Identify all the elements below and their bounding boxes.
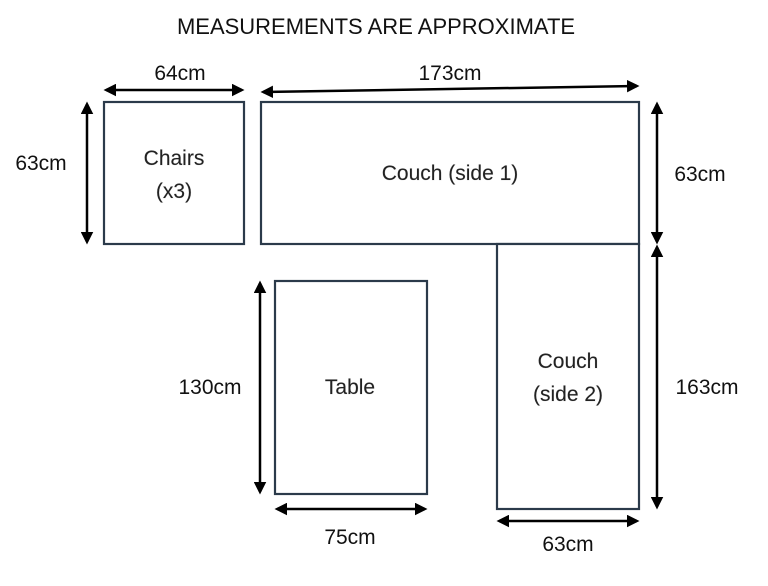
table-height-label: 130cm bbox=[178, 376, 241, 399]
chairs-box bbox=[102, 100, 246, 246]
couch-side1-width-label: 173cm bbox=[418, 62, 481, 85]
couch-side1-height-label: 63cm bbox=[674, 163, 725, 186]
diagram-title: MEASUREMENTS ARE APPROXIMATE bbox=[177, 14, 575, 39]
couch-side1-box bbox=[259, 100, 641, 246]
couch-side2-width-label: 63cm bbox=[542, 533, 593, 556]
chairs-label-line2: (x3) bbox=[156, 180, 192, 203]
couch-side2-height-label: 163cm bbox=[675, 376, 738, 399]
chairs-label-line1: Chairs bbox=[144, 147, 205, 170]
couch-side1-label: Couch (side 1) bbox=[382, 162, 519, 185]
couch-side2-label-line2: (side 2) bbox=[533, 383, 603, 406]
couch-side2-box bbox=[495, 242, 641, 511]
chairs-width-label: 64cm bbox=[154, 62, 205, 85]
chairs-height-label: 63cm bbox=[15, 152, 66, 175]
table-width-label: 75cm bbox=[324, 526, 375, 549]
table-box bbox=[273, 279, 429, 496]
table-label: Table bbox=[325, 376, 375, 399]
couch-side1-width-arrow bbox=[260, 79, 640, 99]
couch-side2-label-line1: Couch bbox=[538, 350, 599, 373]
